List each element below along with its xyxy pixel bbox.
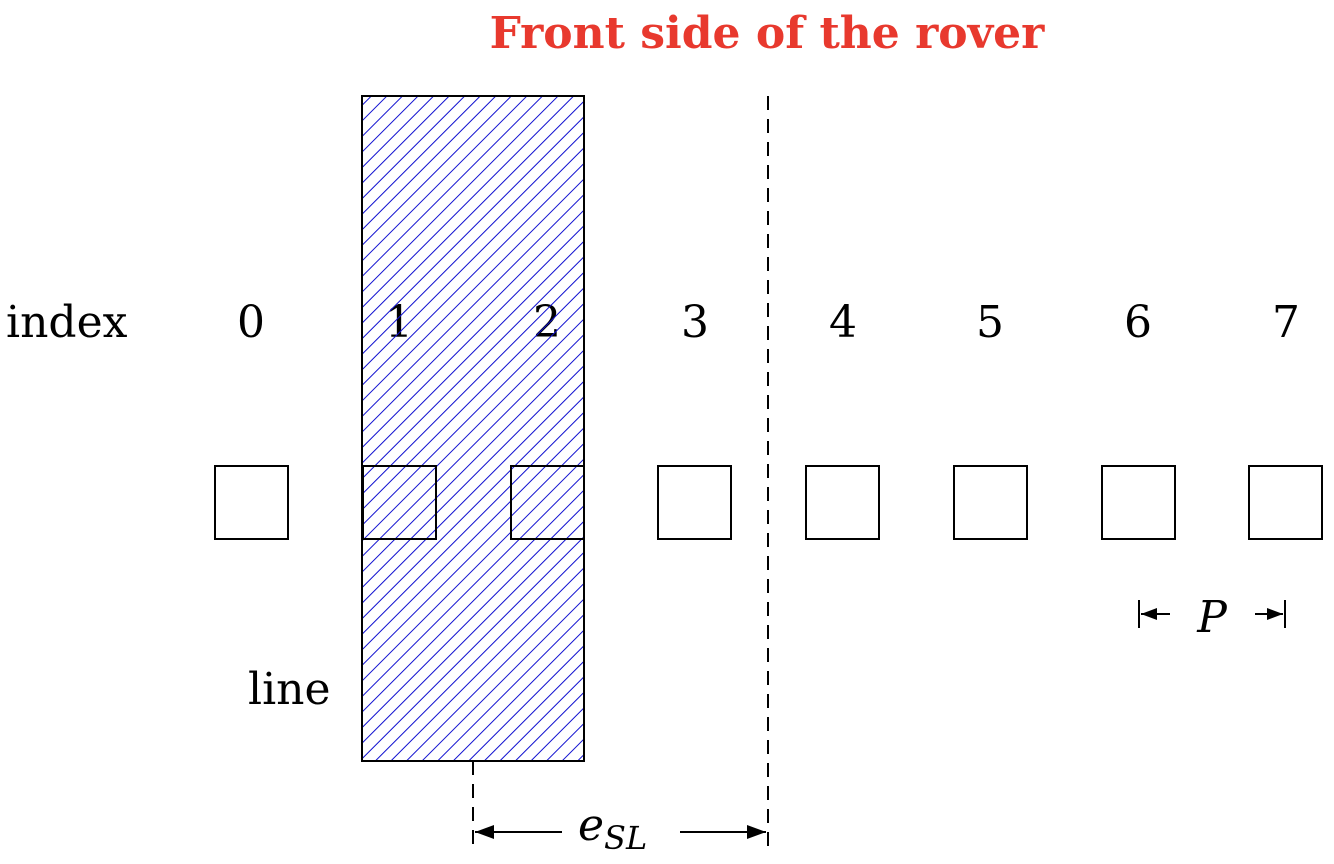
pitch-dimension: P — [1138, 592, 1286, 643]
sensor-square — [214, 465, 289, 540]
index-number: 7 — [1272, 297, 1300, 348]
index-number: 6 — [1124, 297, 1152, 348]
index-number: 3 — [681, 297, 709, 348]
offset-symbol: eSL — [578, 800, 647, 857]
sensor-square — [953, 465, 1028, 540]
index-row-label: index — [6, 297, 128, 348]
offset-right-arrowhead — [747, 825, 766, 839]
index-number: 4 — [829, 297, 857, 348]
offset-left-arrowhead — [475, 825, 494, 839]
sensor-square — [510, 465, 585, 540]
sensor-squares — [214, 465, 1323, 540]
sensor-square — [1248, 465, 1323, 540]
sensor-square — [657, 465, 732, 540]
offset-symbol-base: e — [578, 800, 604, 851]
index-number: 5 — [976, 297, 1004, 348]
offset-dimension: eSL — [475, 800, 766, 857]
offset-symbol-subscript: SL — [604, 819, 647, 857]
pitch-left-arrowhead — [1141, 608, 1157, 620]
sensor-square — [1101, 465, 1176, 540]
sensor-square — [362, 465, 437, 540]
pitch-symbol: P — [1196, 592, 1228, 643]
diagram-title: Front side of the rover — [490, 8, 1046, 59]
line-label: line — [248, 664, 331, 715]
pitch-right-arrowhead — [1267, 608, 1283, 620]
index-number: 0 — [237, 297, 265, 348]
sensor-square — [805, 465, 880, 540]
line-region — [361, 95, 585, 762]
